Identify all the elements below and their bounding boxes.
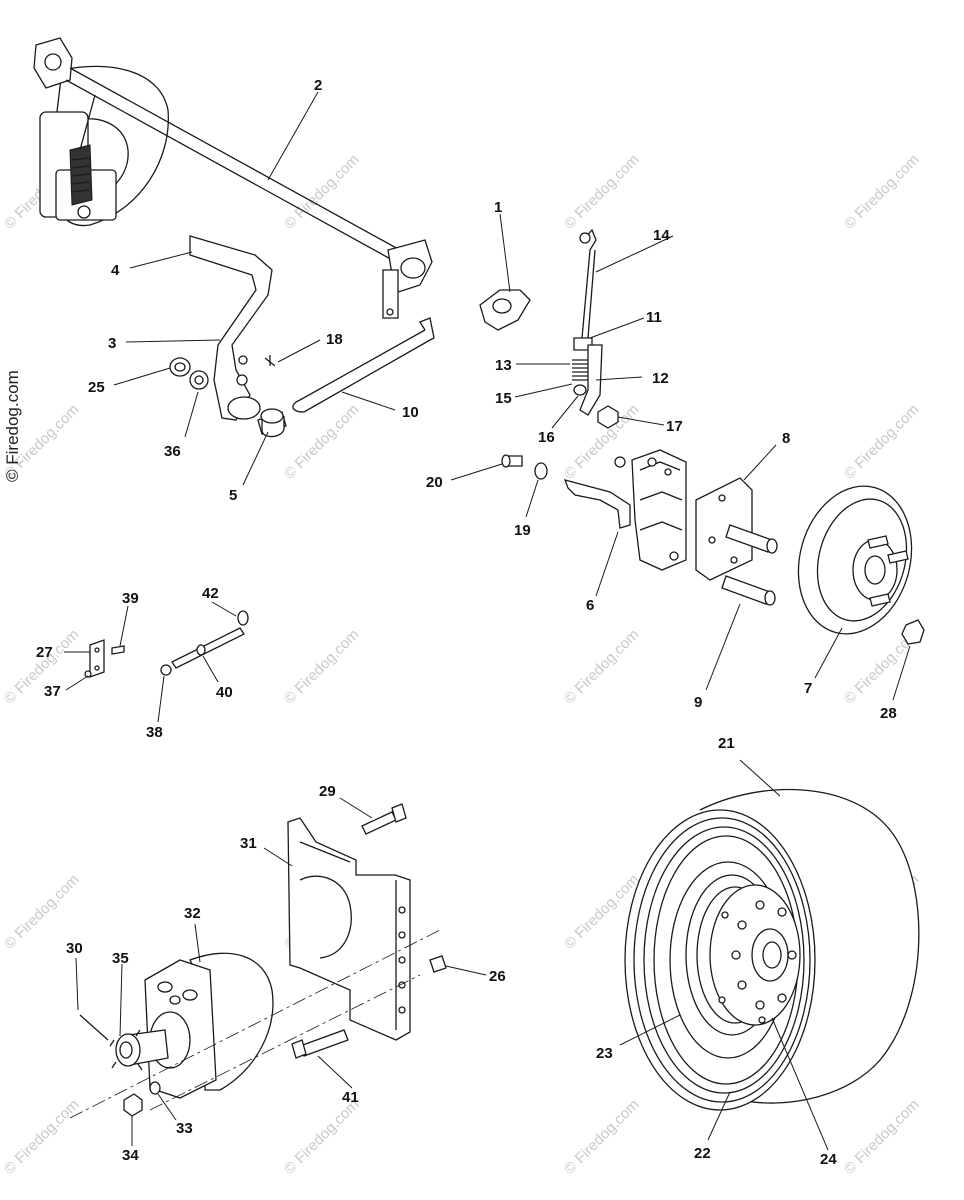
brake-cable-assembly: [572, 228, 603, 416]
callout-13: 13: [495, 357, 512, 374]
washer-19: [534, 462, 548, 480]
callout-30: 30: [66, 940, 83, 957]
nut-28: [901, 619, 925, 645]
callout-31: 31: [240, 835, 257, 852]
cotter-pin: [264, 355, 276, 367]
assembly-axis-2: [149, 974, 421, 1111]
callout-5: 5: [229, 487, 237, 504]
watermark-text: © Firedog.com: [841, 151, 923, 233]
callout-29: 29: [319, 783, 336, 800]
callout-34: 34: [122, 1147, 139, 1164]
brake-lever: [189, 235, 273, 421]
callout-28: 28: [880, 705, 897, 722]
watermark-text: © Firedog.com: [1, 1096, 83, 1178]
bolt-29: [361, 803, 407, 835]
bolt-41: [291, 1029, 349, 1059]
watermark-text: © Firedog.com: [841, 401, 923, 483]
callout-15: 15: [495, 390, 512, 407]
wheel-tire-assembly: [624, 788, 920, 1111]
callout-22: 22: [694, 1145, 711, 1162]
callout-4: 4: [111, 262, 120, 279]
washer-33: [149, 1081, 161, 1095]
callout-41: 41: [342, 1089, 359, 1106]
callout-21: 21: [718, 735, 735, 752]
callout-19: 19: [514, 522, 531, 539]
watermark-text: © Firedog.com: [561, 626, 643, 708]
callout-32: 32: [184, 905, 201, 922]
watermark-text: © Firedog.com: [281, 626, 363, 708]
callout-2: 2: [314, 77, 322, 94]
callout-38: 38: [146, 724, 163, 741]
callout-labels: 1 2 3 4 5 6 7 8 9 10 11 12 13 14 15 16 1…: [36, 77, 897, 1168]
callout-1: 1: [494, 199, 502, 216]
brake-disc: [797, 485, 913, 635]
side-watermark: © Firedog.com: [3, 370, 22, 482]
watermark-text: © Firedog.com: [281, 1096, 363, 1178]
callout-12: 12: [652, 370, 669, 387]
caliper-assembly: [563, 449, 687, 571]
callout-10: 10: [402, 404, 419, 421]
callout-26: 26: [489, 968, 506, 985]
watermark-text: © Firedog.com: [561, 1096, 643, 1178]
callout-14: 14: [653, 227, 670, 244]
callout-16: 16: [538, 429, 555, 446]
watermark-text: © Firedog.com: [561, 151, 643, 233]
washer-25: [169, 357, 191, 377]
nut-17: [597, 405, 619, 429]
brake-rod: [292, 317, 435, 413]
mount-plate-1: [479, 289, 531, 331]
nut-34: [123, 1093, 143, 1117]
callout-42: 42: [202, 585, 219, 602]
callout-24: 24: [820, 1151, 837, 1168]
callout-7: 7: [804, 680, 812, 697]
callout-25: 25: [88, 379, 105, 396]
watermark-text: © Firedog.com: [1, 626, 83, 708]
brake-shaft-assembly: [33, 37, 433, 319]
callout-33: 33: [176, 1120, 193, 1137]
hardware-set-42: [160, 610, 249, 676]
callout-36: 36: [164, 443, 181, 460]
small-bracket-27: [84, 639, 125, 678]
callout-17: 17: [666, 418, 683, 435]
assembly-axis-1: [69, 929, 441, 1119]
nut-26: [429, 955, 447, 973]
callout-40: 40: [216, 684, 233, 701]
bushing: [227, 396, 287, 438]
washer-36: [189, 370, 209, 390]
callout-20: 20: [426, 474, 443, 491]
callout-37: 37: [44, 683, 61, 700]
callout-18: 18: [326, 331, 343, 348]
callout-35: 35: [112, 950, 129, 967]
callout-11: 11: [646, 309, 662, 326]
watermark-text: © Firedog.com: [841, 1096, 923, 1178]
watermark-text: © Firedog.com: [281, 401, 363, 483]
callout-27: 27: [36, 644, 53, 661]
hydraulic-motor: [109, 952, 274, 1099]
callout-6: 6: [586, 597, 594, 614]
mounting-plate: [695, 477, 778, 606]
motor-bracket: [287, 817, 411, 1041]
callout-3: 3: [108, 335, 116, 352]
callout-39: 39: [122, 590, 139, 607]
leader-lines: [64, 91, 911, 1151]
callout-9: 9: [694, 694, 702, 711]
callout-8: 8: [782, 430, 790, 447]
callout-23: 23: [596, 1045, 613, 1062]
key-30: [79, 1014, 109, 1041]
